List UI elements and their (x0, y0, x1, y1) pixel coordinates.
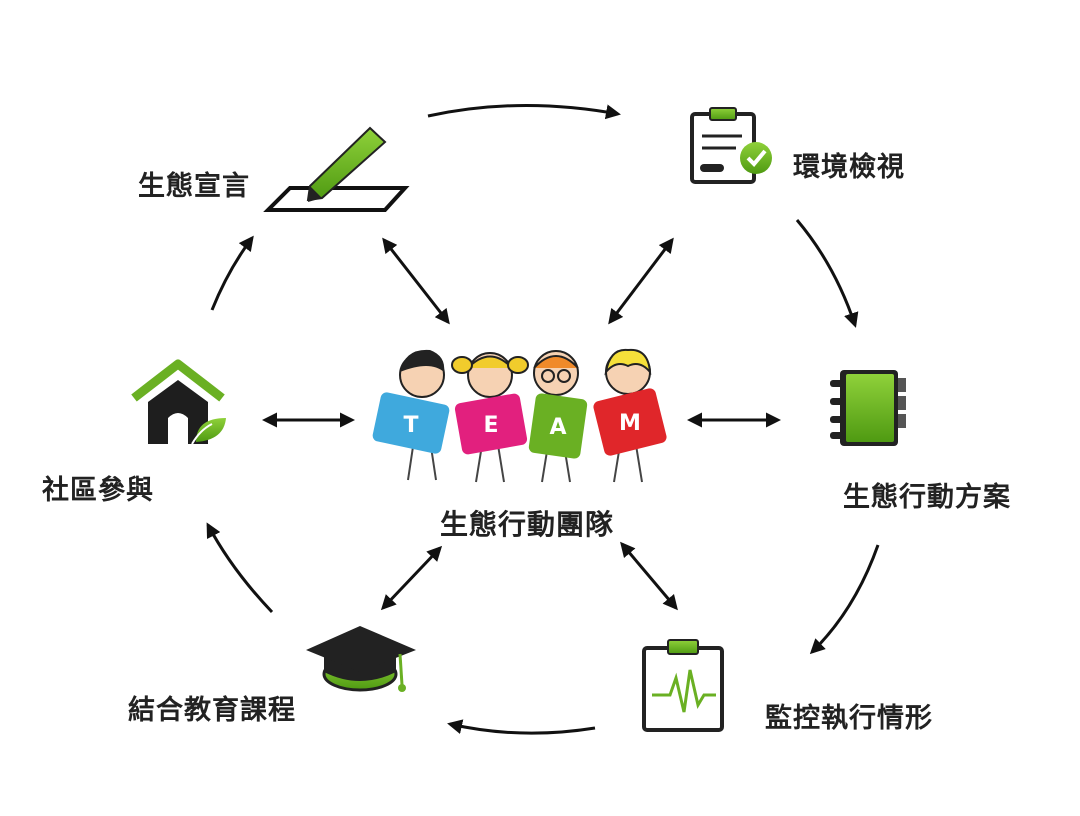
link-arrow-monitoring (620, 541, 678, 611)
pen-signing-icon (263, 126, 410, 212)
cycle-arrow-curriculum-to-community (206, 522, 274, 614)
node-label-declaration: 生態宣言 (138, 171, 250, 202)
puzzle-letter: M (619, 411, 641, 436)
clipboard-check-icon (690, 107, 772, 184)
link-arrow-declaration (382, 237, 450, 325)
puzzle-letter: E (483, 413, 498, 438)
cycle-arrow-declaration-to-review (427, 104, 621, 120)
kid-4 (593, 348, 667, 483)
cycle-arrow-community-to-declaration (210, 235, 254, 311)
node-label-monitoring: 監控執行情形 (765, 703, 933, 734)
kid-1 (372, 349, 450, 481)
node-label-action-plan: 生態行動方案 (843, 482, 1011, 513)
kid-3 (528, 350, 588, 483)
cycle-arrow-review-to-plan (795, 219, 859, 328)
cycle-arrow-monitoring-to-curriculum (447, 719, 596, 735)
team-kids-image: T E A M (372, 348, 667, 483)
eco-house-icon (131, 359, 226, 445)
notebook-icon (830, 370, 906, 446)
graduation-cap-icon (306, 626, 416, 692)
link-arrow-review (608, 237, 674, 325)
node-label-env-review: 環境檢視 (793, 152, 905, 183)
link-arrow-curriculum (380, 545, 443, 611)
node-label-curriculum: 結合教育課程 (128, 695, 296, 726)
cycle-arrow-plan-to-monitoring (809, 544, 880, 655)
heart-monitor-clipboard-icon (642, 639, 724, 732)
puzzle-letter: A (549, 415, 566, 440)
center-label: 生態行動團隊 (440, 508, 615, 541)
node-label-community: 社區參與 (42, 475, 154, 506)
puzzle-letter: T (403, 413, 418, 438)
kid-2 (451, 352, 529, 483)
